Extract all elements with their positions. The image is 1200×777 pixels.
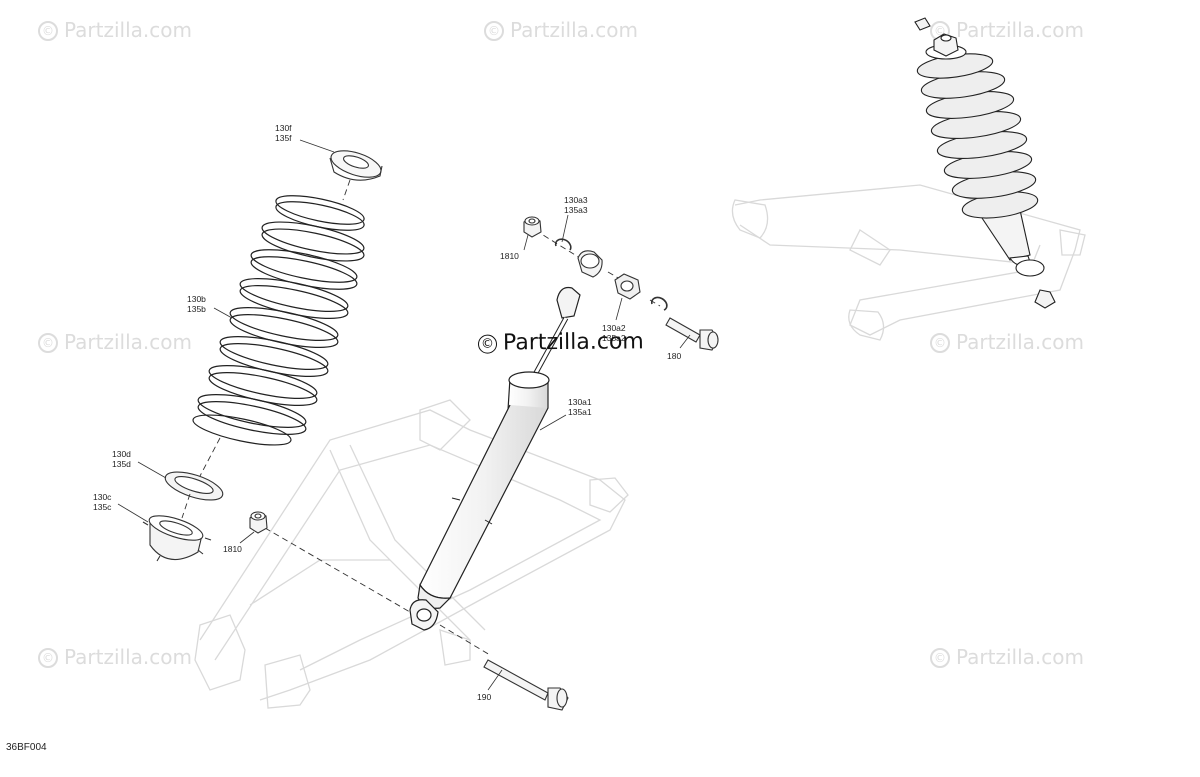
watermark-text: Partzilla.com: [510, 18, 638, 42]
callout-part-number-alt: 135a3: [564, 205, 588, 215]
shock-absorber: [409, 286, 581, 631]
ghost-swing-arm: [194, 399, 629, 709]
watermark: © Partzilla.com: [484, 18, 638, 42]
callout-part-number: 130d: [112, 449, 131, 459]
watermark-text: Partzilla.com: [64, 18, 192, 42]
diagram-reference: 36BF004: [6, 742, 47, 753]
callout-part-number-alt: 135a2: [602, 333, 626, 343]
watermark-text: Partzilla.com: [64, 645, 192, 669]
flange-nut-left: [249, 511, 268, 534]
callout-part-number-alt: 135c: [93, 502, 112, 512]
spring-seat-ring: [164, 471, 224, 501]
callout-part-number: 130a3: [564, 195, 588, 205]
callout-part-number-alt: 135a1: [568, 407, 592, 417]
callout-180: 180: [667, 351, 681, 361]
circlip-top: [554, 238, 572, 251]
watermark-text: Partzilla.com: [956, 645, 1084, 669]
bolt-upper: [665, 317, 719, 351]
center-watermark: ©Partzilla.com: [477, 329, 644, 356]
bolt-lower: [483, 659, 569, 711]
callout-part-number-alt: 135b: [187, 304, 206, 314]
callout-1810-left: 1810: [223, 544, 242, 554]
watermark: © Partzilla.com: [38, 18, 192, 42]
watermark-text: Partzilla.com: [956, 18, 1084, 42]
callout-part-number-alt: 135d: [112, 459, 131, 469]
circlip-side: [650, 296, 668, 311]
callout-part-number: 180: [667, 351, 682, 361]
assembled-shock: [979, 209, 1056, 309]
spring-seat-top: [329, 150, 383, 181]
callout-part-number: 130c: [93, 492, 112, 502]
center-watermark-text: Partzilla.com: [502, 329, 644, 356]
watermark-text: Partzilla.com: [956, 330, 1084, 354]
adjuster-collar: [142, 515, 212, 562]
copyright-icon: ©: [930, 333, 950, 353]
callout-part-number-alt: 135f: [275, 133, 292, 143]
callout-190: 190: [477, 692, 491, 702]
watermark: © Partzilla.com: [38, 330, 192, 354]
callout-part-number: 1810: [500, 251, 519, 261]
copyright-icon: ©: [930, 648, 950, 668]
shock-upper-eye: [577, 250, 603, 278]
callout-part-number: 130a1: [568, 397, 592, 407]
copyright-icon: ©: [477, 334, 498, 354]
flange-nut-top: [523, 216, 542, 238]
watermark-text: Partzilla.com: [64, 330, 192, 354]
callout-part-number: 190: [477, 692, 492, 702]
assembled-spring: [914, 17, 1039, 219]
callout-part-number: 130a2: [602, 323, 626, 333]
watermark: © Partzilla.com: [930, 330, 1084, 354]
callout-1810-top: 1810: [500, 251, 519, 261]
callout-part-number: 1810: [223, 544, 242, 554]
copyright-icon: ©: [484, 21, 504, 41]
ghost-swing-arm-right: [731, 184, 1086, 341]
callout-part-number: 130b: [187, 294, 206, 304]
bushing: [614, 273, 641, 300]
copyright-icon: ©: [38, 333, 58, 353]
copyright-icon: ©: [38, 21, 58, 41]
callout-leaders: [117, 139, 691, 691]
watermark: © Partzilla.com: [38, 645, 192, 669]
coil-spring: [192, 195, 365, 446]
callout-part-number: 130f: [275, 123, 292, 133]
watermark: © Partzilla.com: [930, 645, 1084, 669]
copyright-icon: ©: [38, 648, 58, 668]
